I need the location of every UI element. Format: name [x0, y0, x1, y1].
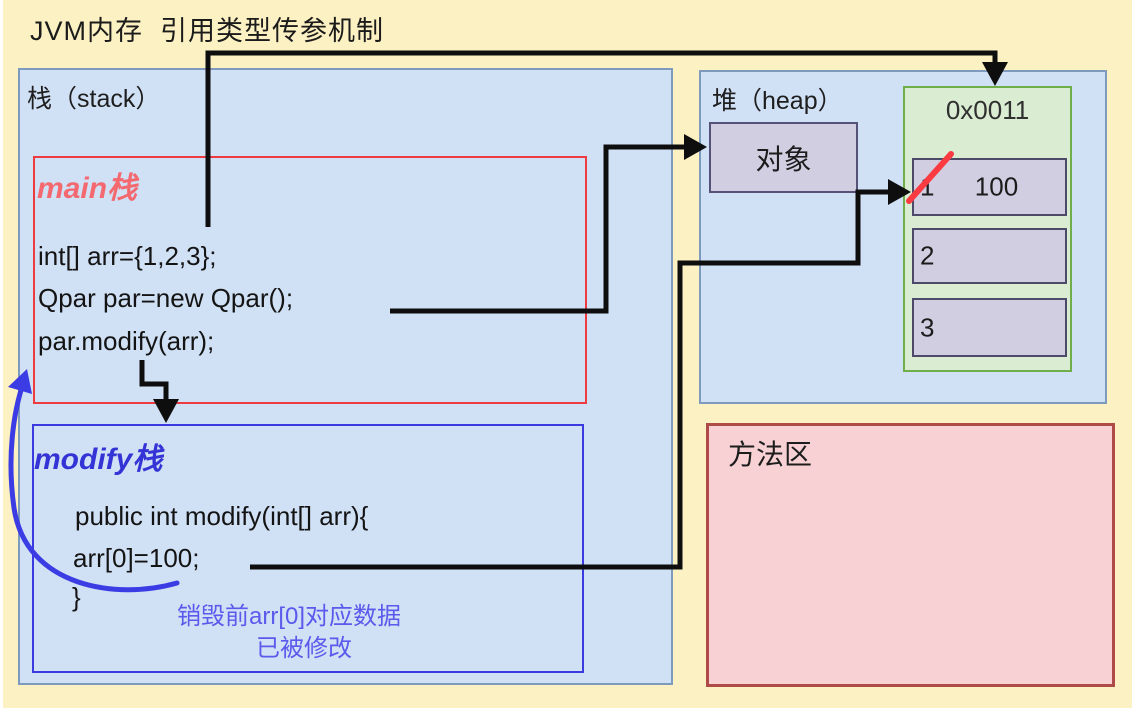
main-stack-frame-label: main栈 [37, 172, 138, 205]
array-cell-1: 1 100 [912, 158, 1067, 216]
left-edge-strip [0, 0, 3, 708]
destroy-note-line1: 销毁前arr[0]对应数据 [177, 603, 402, 630]
heap-region-label: 堆（heap） [712, 87, 843, 115]
code-line-closing-brace: } [72, 582, 81, 612]
method-area-label: 方法区 [728, 439, 813, 470]
heap-object-box: 对象 [709, 122, 858, 193]
array-cell-1-new-value: 100 [974, 171, 1019, 202]
array-cell-3: 3 [912, 298, 1067, 357]
code-line-qpar-new: Qpar par=new Qpar(); [38, 283, 294, 313]
code-line-arr-declaration: int[] arr={1,2,3}; [38, 241, 217, 271]
array-cell-3-value: 3 [920, 312, 935, 342]
modify-stack-frame-label: modify栈 [34, 443, 163, 476]
diagram-title: JVM内存 引用类型传参机制 [30, 16, 385, 46]
array-address-label: 0x0011 [945, 95, 1030, 125]
array-cell-2-value: 2 [920, 240, 935, 271]
code-line-modify-signature: public int modify(int[] arr){ [75, 501, 369, 531]
code-line-arr0-assign: arr[0]=100; [73, 543, 200, 573]
stack-region-label: 栈（stack） [27, 85, 161, 113]
array-cell-2: 2 [912, 228, 1067, 284]
destroy-note-line2: 已被修改 [256, 635, 352, 662]
code-line-par-modify-call: par.modify(arr); [38, 326, 215, 356]
